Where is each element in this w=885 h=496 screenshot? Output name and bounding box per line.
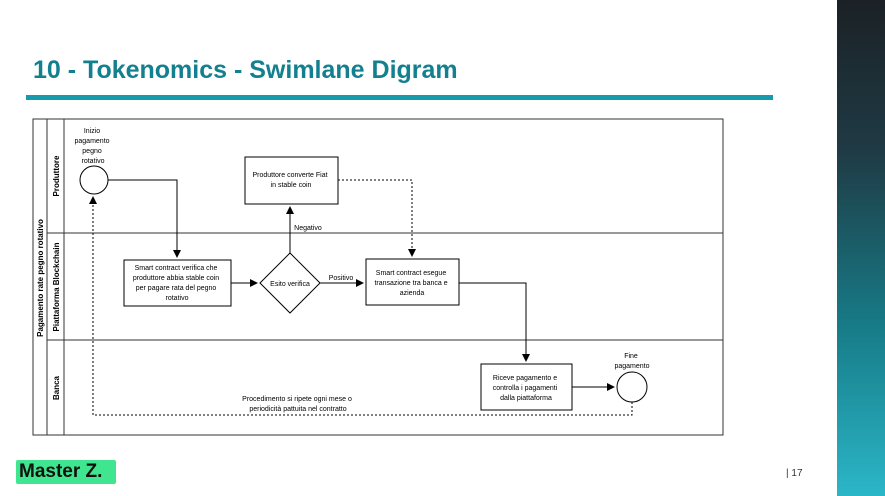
title-underline <box>26 95 773 100</box>
page-number: | 17 <box>786 468 803 479</box>
flow-loop-back <box>89 196 633 416</box>
task-execute-transaction-label: Smart contract esegue transazione tra ba… <box>374 270 449 297</box>
lane-label-produttore: Produttore <box>52 155 61 196</box>
edge-label-positive: Positivo <box>329 275 354 282</box>
task-receive-payment <box>480 363 573 411</box>
flow-start-to-verify <box>108 179 181 258</box>
task-verify-label: Smart contract verifica che produttore a… <box>133 265 221 302</box>
flow-execute-to-receive <box>459 282 530 362</box>
lane-label-banca: Banca <box>52 375 61 400</box>
lane-label-piattaforma: Piattaforma Blockchain <box>52 242 61 331</box>
decorative-side-bar <box>837 0 885 496</box>
start-event <box>79 165 109 195</box>
edge-label-negative: Negativo <box>294 225 322 232</box>
start-event-label: Inizio pagamento pegno rotativo <box>75 128 112 165</box>
task-convert-fiat <box>244 156 339 205</box>
task-convert-fiat-label: Produttore converte Fiat in stable coin <box>252 172 329 189</box>
task-receive-payment-label: Riceve pagamento e controlla i pagamenti… <box>493 375 560 402</box>
logo-text: Master Z. <box>19 461 103 482</box>
gateway-label: Esito verifica <box>270 281 310 288</box>
loop-note: Procedimento si ripete ogni mese o perio… <box>242 396 354 413</box>
end-event-label: Fine pagamento <box>614 353 649 370</box>
task-execute-transaction <box>365 258 460 306</box>
end-event <box>616 371 648 403</box>
slide-title: 10 - Tokenomics - Swimlane Digram <box>33 56 458 84</box>
gateway-esito-verifica <box>259 252 321 314</box>
pool-label: Pagamento rate pegno rotativo <box>36 219 45 337</box>
master-z-logo: Master Z. <box>16 460 116 484</box>
flow-convert-to-execute <box>338 179 416 257</box>
